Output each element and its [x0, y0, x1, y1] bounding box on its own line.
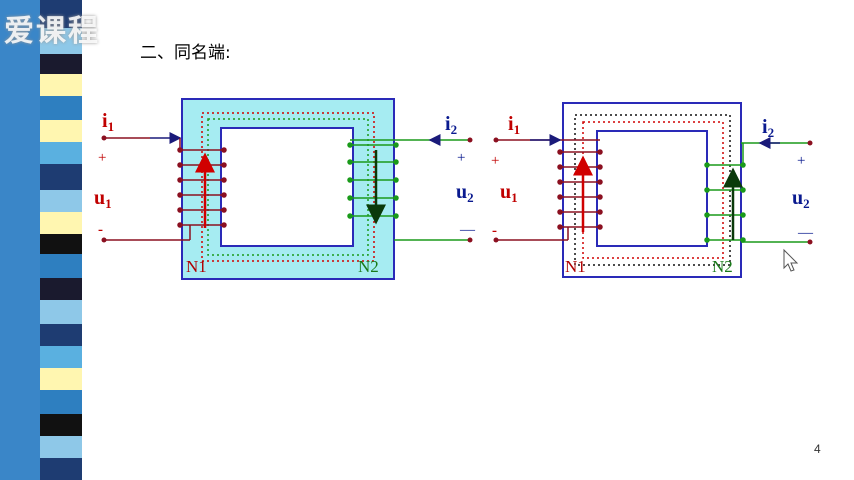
n2-label-right: N2: [712, 257, 733, 276]
u2-label-left: u2: [456, 181, 474, 205]
flux-path-secondary-right: [582, 121, 724, 259]
plus2-label-right: +: [797, 153, 805, 169]
minus1-label-right: -: [492, 223, 497, 239]
core-window-right: [596, 130, 708, 247]
i2-label-right: i2: [762, 116, 774, 140]
u1-label-right: u1: [500, 181, 518, 205]
plus2-label-left: +: [457, 150, 465, 166]
flux-path-secondary-left: [207, 118, 369, 256]
i2-label-left: i2: [445, 113, 457, 137]
core-window-left: [220, 127, 354, 247]
u2-label-right: u2: [792, 187, 810, 211]
page-number: 4: [814, 442, 821, 456]
u1-label-left: u1: [94, 187, 112, 211]
primary-winding-left: [177, 138, 227, 240]
primary-winding-right: [557, 149, 603, 240]
i1-label-left: i1: [102, 110, 114, 134]
n1-label-right: N1: [565, 257, 586, 276]
minus1-label-left: -: [98, 222, 103, 238]
i1-label-right: i1: [508, 113, 520, 137]
n2-label-left: N2: [358, 257, 379, 276]
plus1-label-right: +: [491, 153, 499, 169]
secondary-winding-right: [704, 143, 746, 243]
watermark-logo: 爱课程: [4, 14, 100, 49]
transformer-left: i1 + u1 - i2 + u2 — N1 N2: [94, 98, 476, 280]
secondary-winding-left: [347, 142, 399, 219]
plus1-label-left: +: [98, 150, 106, 166]
minus2-label-left: —: [459, 222, 476, 238]
decorative-side-stripe: [0, 0, 90, 480]
section-heading: 二、同名端:: [140, 43, 231, 63]
n1-label-left: N1: [186, 257, 207, 276]
mouse-cursor-icon: [783, 248, 799, 272]
minus2-label-right: —: [797, 225, 814, 241]
flux-path-primary-left: [201, 112, 375, 262]
transformer-right: i1 + u1 - i2 + u2 — N1 N2: [491, 102, 814, 278]
